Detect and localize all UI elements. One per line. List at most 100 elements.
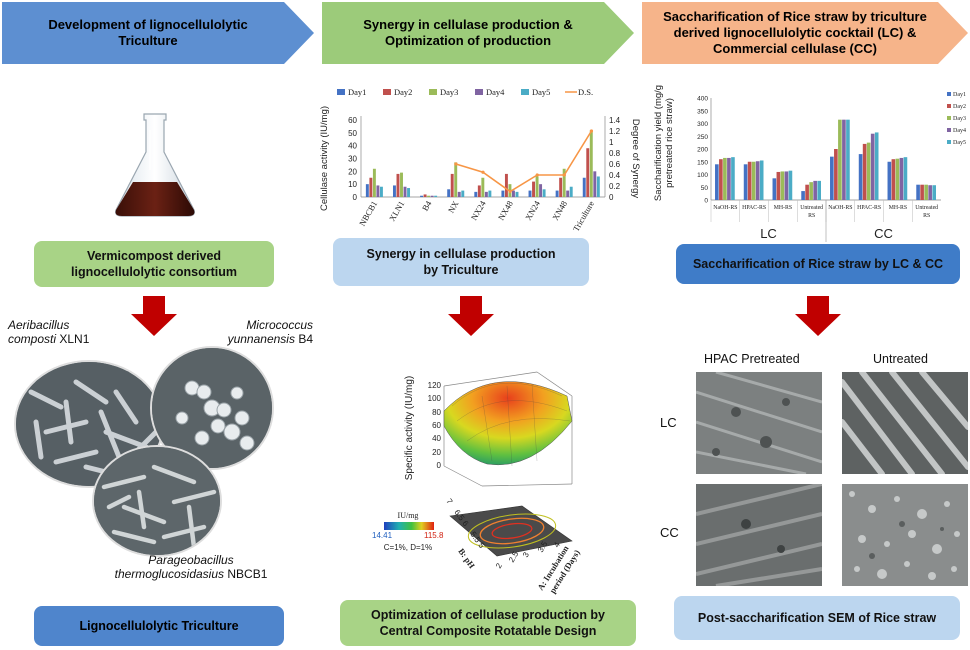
legend-label: Day1 — [348, 87, 366, 97]
bar — [862, 143, 867, 200]
synergy-point — [562, 173, 566, 177]
bar — [834, 149, 838, 200]
box-post-saccharification-sem-text: Post-saccharification SEM of Rice straw — [697, 611, 937, 625]
bar — [501, 190, 505, 197]
y2-tick-label: 1.4 — [609, 116, 621, 125]
bar — [846, 119, 850, 200]
category-label: Untreated — [915, 205, 938, 211]
box-lignocellulolytic-triculture: Lignocellulolytic Triculture — [34, 606, 284, 646]
z-tick: 40 — [432, 434, 441, 443]
bar — [776, 171, 781, 200]
color-scale-bar — [384, 522, 434, 530]
bar — [727, 157, 731, 200]
bar — [866, 142, 871, 200]
y2-tick-label: 0.6 — [609, 160, 621, 169]
bar — [593, 171, 597, 197]
z-tick: 20 — [432, 448, 441, 457]
header-step-3-text: Saccharification of Rice straw by tricul… — [663, 9, 927, 56]
bar — [420, 195, 424, 197]
synergy-point — [589, 129, 594, 133]
header-step-1: Development of lignocellulolytic Tricult… — [2, 2, 314, 64]
z-tick: 100 — [428, 394, 442, 403]
legend-min: 14.41 — [372, 531, 393, 540]
row-label-lc: LC — [660, 415, 677, 430]
bar — [924, 184, 928, 200]
bar — [589, 130, 593, 197]
y-tick-label: 0 — [704, 198, 708, 205]
bar — [788, 170, 793, 200]
bar — [895, 158, 900, 200]
organism-name-xln1: Aeribacillus composti — [8, 318, 70, 346]
bar — [400, 172, 403, 197]
bar — [887, 161, 892, 200]
x-tick: 2 — [494, 561, 504, 570]
bar — [928, 185, 932, 200]
bar — [430, 195, 434, 197]
column-label-hpac: HPAC Pretreated — [704, 352, 800, 366]
category-label: NX — [446, 199, 461, 215]
bar — [842, 119, 846, 200]
category-label: Triculture — [571, 199, 597, 233]
category-label: RS — [808, 213, 815, 219]
header-step-1-text: Development of lignocellulolytic Tricult… — [48, 17, 248, 48]
legend-swatch — [947, 140, 951, 144]
y-tick-label: 50 — [701, 185, 709, 192]
bar — [780, 171, 785, 200]
row-label-cc: CC — [660, 525, 679, 540]
bar — [407, 188, 411, 197]
box-synergy-triculture-text: Synergy in cellulase production by Tricu… — [366, 247, 556, 277]
synergy-point — [454, 162, 458, 166]
header-step-3: Saccharification of Rice straw by tricul… — [642, 2, 968, 64]
bar — [759, 160, 764, 200]
bar — [450, 173, 454, 197]
bar — [586, 148, 590, 197]
category-label: NaOH-RS — [828, 205, 852, 211]
y2-tick-label: 0 — [609, 193, 614, 202]
bar — [539, 184, 543, 197]
bar — [813, 180, 817, 200]
bar — [569, 186, 573, 197]
arrow-down-icon — [448, 296, 494, 336]
y-tick-label: 0 — [353, 193, 358, 202]
legend-label: Day4 — [486, 87, 505, 97]
y2-tick-label: 1.2 — [609, 127, 621, 136]
bar — [474, 191, 478, 197]
y-axis-label: pretreated rice straw) — [664, 98, 675, 188]
legend-label: Day5 — [532, 87, 550, 97]
y-tick-label: 60 — [348, 116, 357, 125]
bar — [932, 185, 936, 200]
bar — [461, 190, 465, 197]
box-post-saccharification-sem: Post-saccharification SEM of Rice straw — [674, 596, 960, 640]
bar — [858, 154, 863, 200]
erlenmeyer-flask-icon — [115, 113, 195, 217]
y2-axis-label: Degree of Synergy — [630, 119, 640, 198]
category-label: HPAC-RS — [742, 205, 766, 211]
bar — [457, 191, 461, 197]
bar — [423, 194, 427, 197]
y-tick: 5 — [476, 541, 486, 550]
bar — [542, 189, 546, 197]
bar — [830, 156, 834, 200]
y-tick-label: 400 — [697, 96, 708, 103]
bar — [566, 190, 570, 197]
legend-unit: IU/mg — [398, 511, 419, 520]
legend-note: C=1%, D=1% — [384, 543, 432, 552]
bar — [747, 161, 752, 200]
legend-label: Day3 — [953, 116, 966, 122]
box-saccharification-lc-cc: Saccharification of Rice straw by LC & C… — [676, 244, 960, 284]
bar — [528, 190, 532, 197]
legend-swatch — [947, 104, 951, 108]
box-ccrd-optimization-text: Optimization of cellulase production by … — [370, 608, 606, 638]
bar — [477, 185, 481, 197]
synergy-line — [455, 130, 593, 193]
sem-lc-untreated — [842, 372, 968, 474]
bar — [809, 182, 813, 200]
y2-tick-label: 0.4 — [609, 171, 621, 180]
bar — [743, 164, 748, 200]
legend-swatch — [383, 89, 391, 95]
bar — [891, 159, 896, 200]
organism-label-xln1: Aeribacillus composti XLN1 — [8, 318, 89, 346]
bar — [562, 168, 566, 197]
bar — [512, 190, 515, 197]
bar — [916, 184, 920, 200]
